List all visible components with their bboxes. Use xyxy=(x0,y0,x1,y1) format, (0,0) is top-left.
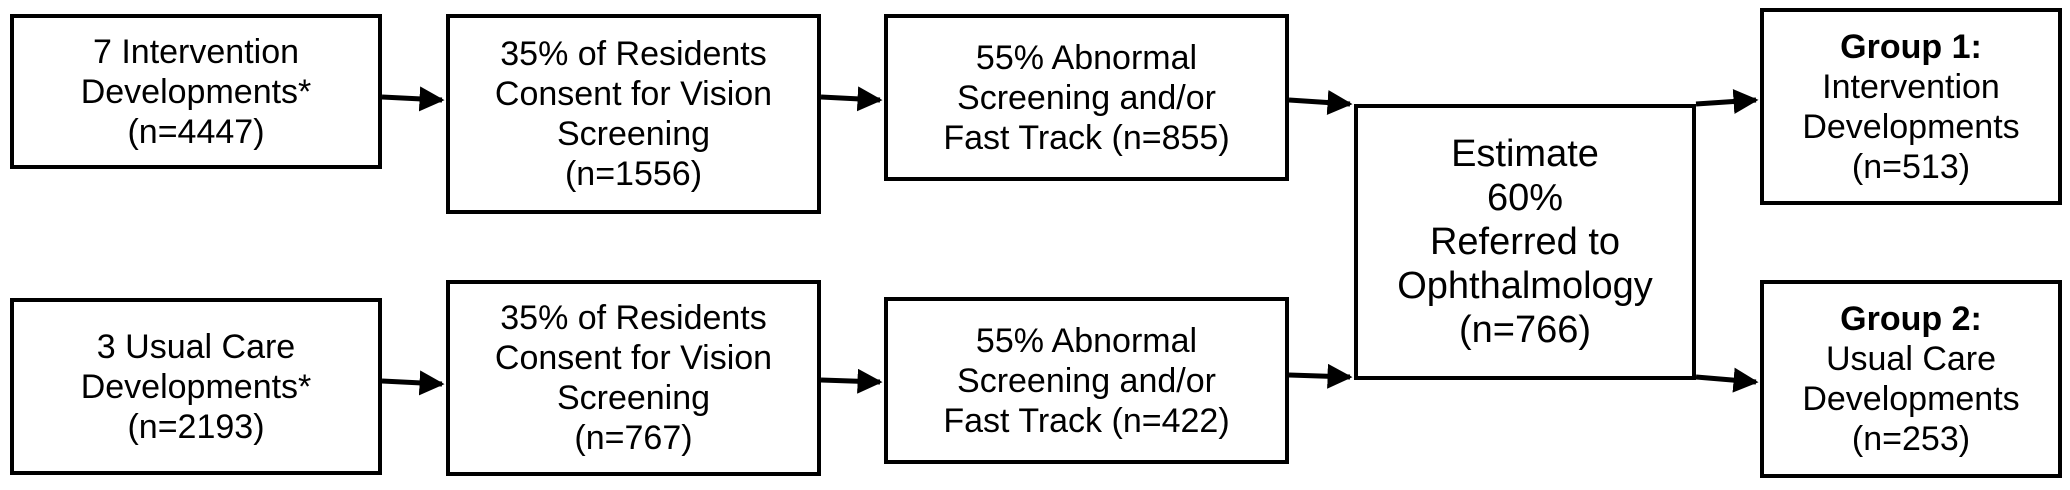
arrow-intervention-dev-to-consent xyxy=(381,86,445,112)
box-intervention-developments-line-3: (n=4447) xyxy=(127,112,265,151)
box-referred-line-1: Estimate xyxy=(1451,133,1599,175)
box-group-2-title: Group 2: xyxy=(1840,300,1982,338)
box-group-1-title: Group 1: xyxy=(1840,27,1982,66)
box-usual-care-consent-line-3: Screening xyxy=(556,379,711,417)
box-group-1-line-3: (n=513) xyxy=(1851,147,1971,186)
box-group-2: Group 2: Usual Care Developments (n=253) xyxy=(1760,280,2062,478)
box-group-2-line-3: (n=253) xyxy=(1851,420,1971,458)
arrow-usual-abnormal-to-referred xyxy=(1288,363,1353,389)
box-group-2-line-1: Usual Care xyxy=(1825,340,1997,378)
box-usual-care-developments: 3 Usual Care Developments* (n=2193) xyxy=(10,298,382,475)
box-intervention-consent-line-1: 35% of Residents xyxy=(500,35,767,73)
box-intervention-developments-line-1: 7 Intervention xyxy=(92,32,300,71)
box-usual-care-abnormal-line-1: 55% Abnormal xyxy=(975,321,1198,360)
box-group-1-line-2: Developments xyxy=(1802,107,2020,146)
box-usual-care-consent-line-4: (n=767) xyxy=(574,419,693,457)
box-referred-line-4: Ophthalmology xyxy=(1397,265,1653,307)
box-referred-line-5: (n=766) xyxy=(1458,309,1592,351)
box-intervention-abnormal-line-3: Fast Track (n=855) xyxy=(943,118,1230,157)
box-intervention-abnormal: 55% Abnormal Screening and/or Fast Track… xyxy=(884,14,1289,181)
box-referred-line-2: 60% xyxy=(1486,177,1564,219)
box-intervention-developments: 7 Intervention Developments* (n=4447) xyxy=(10,14,382,169)
box-intervention-consent-line-2: Consent for Vision xyxy=(494,75,773,113)
box-referred-line-3: Referred to xyxy=(1429,221,1621,263)
arrow-usual-consent-to-abnormal xyxy=(820,368,883,394)
arrow-intervention-abnormal-to-referred xyxy=(1288,90,1353,116)
box-intervention-developments-line-2: Developments* xyxy=(80,72,312,111)
box-group-1: Group 1: Intervention Developments (n=51… xyxy=(1760,8,2062,205)
arrow-intervention-consent-to-abnormal xyxy=(820,86,883,112)
box-usual-care-consent-line-2: Consent for Vision xyxy=(494,339,773,377)
box-intervention-consent: 35% of Residents Consent for Vision Scre… xyxy=(446,14,821,214)
box-usual-care-developments-line-3: (n=2193) xyxy=(127,407,265,446)
box-usual-care-abnormal: 55% Abnormal Screening and/or Fast Track… xyxy=(884,297,1289,464)
box-usual-care-abnormal-line-3: Fast Track (n=422) xyxy=(943,401,1230,440)
box-intervention-consent-line-3: Screening xyxy=(556,115,711,153)
box-usual-care-developments-line-1: 3 Usual Care xyxy=(96,327,296,366)
box-usual-care-abnormal-line-2: Screening and/or xyxy=(957,361,1216,400)
box-usual-care-consent: 35% of Residents Consent for Vision Scre… xyxy=(446,280,821,476)
box-intervention-abnormal-line-1: 55% Abnormal xyxy=(975,38,1198,77)
arrow-referred-to-group-2 xyxy=(1695,367,1759,393)
box-group-2-line-2: Developments xyxy=(1802,380,2020,418)
box-intervention-abnormal-line-2: Screening and/or xyxy=(957,78,1216,117)
box-referred-ophthalmology: Estimate 60% Referred to Ophthalmology (… xyxy=(1354,104,1696,380)
box-usual-care-consent-line-1: 35% of Residents xyxy=(500,299,767,337)
box-group-1-line-1: Intervention xyxy=(1822,67,2000,106)
arrow-usual-dev-to-consent xyxy=(381,370,445,396)
arrow-referred-to-group-1 xyxy=(1695,89,1759,114)
box-usual-care-developments-line-2: Developments* xyxy=(80,367,312,406)
box-intervention-consent-line-4: (n=1556) xyxy=(564,155,703,193)
